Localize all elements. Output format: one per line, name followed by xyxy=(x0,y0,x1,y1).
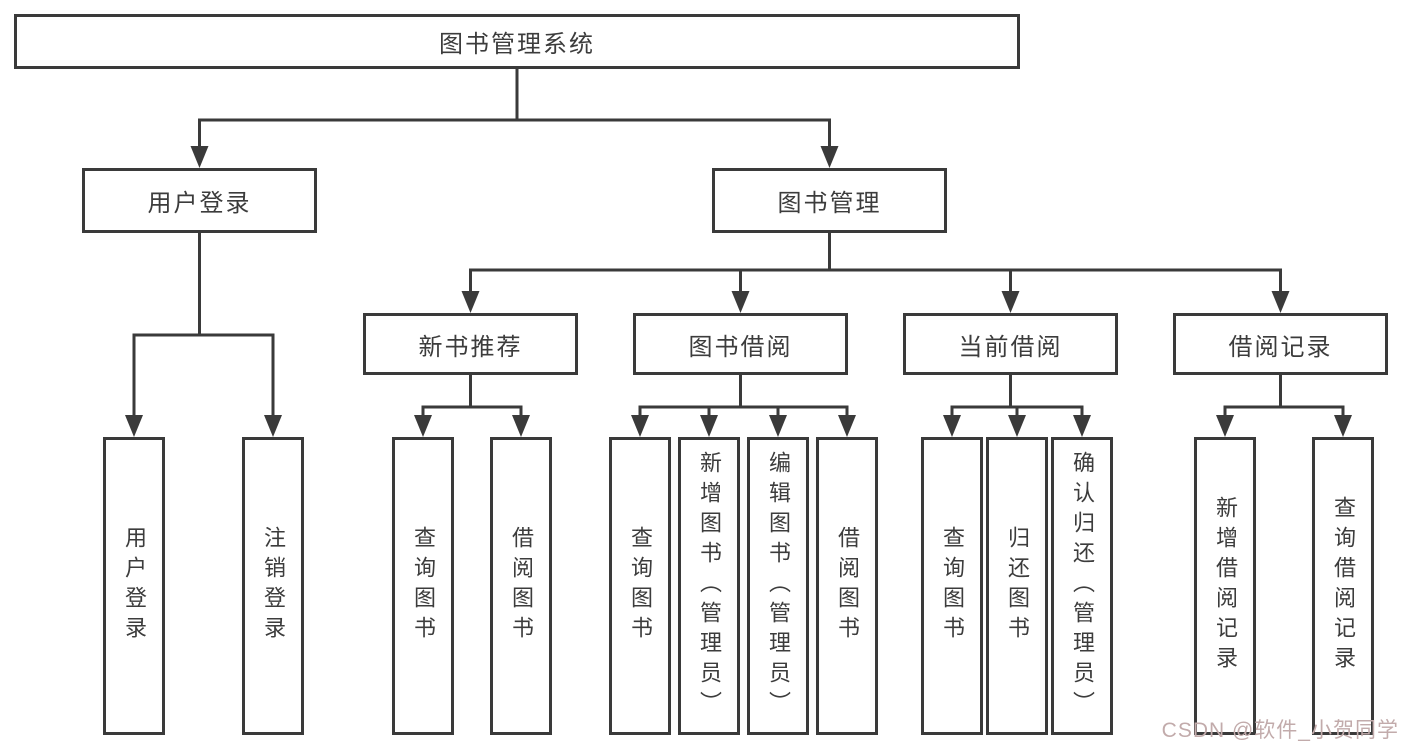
leaf-records-add-record: 新增借阅记录 xyxy=(1194,437,1256,735)
box-borrow-records: 借阅记录 xyxy=(1173,313,1388,375)
box-user-login: 用户登录 xyxy=(82,168,317,233)
arrowheads xyxy=(125,146,1352,437)
leaf-borrow-borrow-books: 借阅图书 xyxy=(816,437,878,735)
leaf-borrow-query-books: 查询图书 xyxy=(609,437,671,735)
leaf-current-query-books: 查询图书 xyxy=(921,437,983,735)
leaf-recommend-query-books: 查询图书 xyxy=(392,437,454,735)
watermark: CSDN @软件_小贺同学 xyxy=(1161,719,1399,742)
box-root-system: 图书管理系统 xyxy=(14,14,1020,69)
leaf-logout: 注销登录 xyxy=(242,437,304,735)
box-current-borrow: 当前借阅 xyxy=(903,313,1118,375)
leaf-records-query-record: 查询借阅记录 xyxy=(1312,437,1374,735)
leaf-recommend-borrow-books: 借阅图书 xyxy=(490,437,552,735)
box-book-borrow: 图书借阅 xyxy=(633,313,848,375)
leaf-user-login: 用户登录 xyxy=(103,437,165,735)
leaf-current-return-books: 归还图书 xyxy=(986,437,1048,735)
leaf-current-confirm-return-admin: 确认归还（管理员） xyxy=(1051,437,1113,735)
leaf-borrow-add-books-admin: 新增图书（管理员） xyxy=(678,437,740,735)
box-book-management: 图书管理 xyxy=(712,168,947,233)
box-new-book-recommend: 新书推荐 xyxy=(363,313,578,375)
leaf-borrow-edit-books-admin: 编辑图书（管理员） xyxy=(747,437,809,735)
